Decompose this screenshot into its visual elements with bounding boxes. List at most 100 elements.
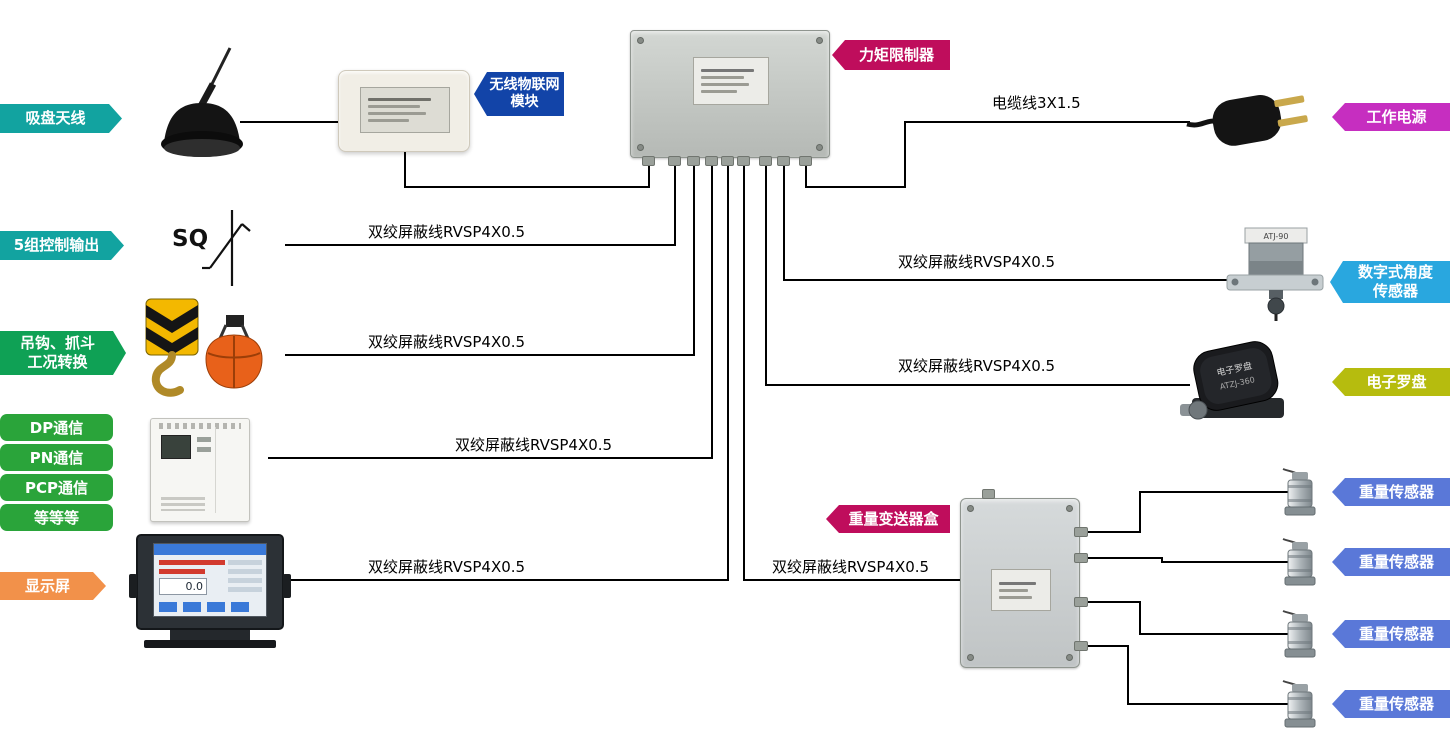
- device-torque-limiter-box: [630, 30, 830, 158]
- display-weight-value: 0.0: [159, 578, 207, 595]
- hook-grab-icon: [145, 298, 263, 397]
- screen-data-table: [228, 560, 262, 596]
- cable-gland: [721, 156, 734, 166]
- box-screw: [1066, 505, 1073, 512]
- plc-terminal-strip: [159, 423, 241, 429]
- cable-gland: [1074, 597, 1088, 607]
- tag-suction-antenna: 吸盘天线: [0, 104, 122, 133]
- compass-icon: 电子罗盘 ATZJ-360: [1180, 341, 1284, 420]
- tag-weight-sensor-4: 重量传感器: [1332, 690, 1450, 718]
- cable-label-shielded-compass: 双绞屏蔽线RVSP4X0.5: [898, 357, 1056, 375]
- screen-header-bar: [154, 544, 266, 555]
- box-screw: [816, 37, 823, 44]
- cable-gland: [799, 156, 812, 166]
- angle-sensor-model-text: ATJ-90: [1264, 232, 1289, 241]
- cable-gland: [668, 156, 681, 166]
- box-screw: [637, 37, 644, 44]
- sticker-text-line: [368, 98, 431, 101]
- load-cell-icon: [1282, 610, 1316, 658]
- display-stand-base: [144, 640, 276, 648]
- tag-angle-sensor: 数字式角度 传感器: [1330, 261, 1450, 303]
- nameplate-text-line: [701, 83, 749, 86]
- tag-hook-mode-line2: 工况转换: [27, 353, 88, 371]
- tag-weight-sensor-2: 重量传感器: [1332, 548, 1450, 576]
- box-screw: [967, 654, 974, 661]
- cable-gland: [642, 156, 655, 166]
- nameplate-text-line: [999, 581, 1037, 585]
- cable-gland: [1074, 553, 1088, 563]
- cable-gland: [982, 489, 995, 499]
- cable-label-shielded-display: 双绞屏蔽线RVSP4X0.5: [368, 558, 526, 576]
- power-plug-icon: [1186, 95, 1308, 146]
- tag-angle-sensor-line1: 数字式角度: [1357, 263, 1433, 282]
- display-bracket-left: [129, 574, 137, 598]
- cable-label-power: 电缆线3X1.5: [992, 94, 1081, 112]
- cable-gland: [759, 156, 772, 166]
- nameplate-text-line: [701, 69, 754, 72]
- device-display-monitor: 0.0: [129, 534, 291, 652]
- sticker-text-line: [368, 119, 409, 122]
- box-screw: [637, 144, 644, 151]
- box-screw: [967, 505, 974, 512]
- cable-gland: [705, 156, 718, 166]
- nameplate-text-line: [999, 595, 1032, 599]
- wireless-module-sticker: [360, 87, 450, 133]
- angle-sensor-icon: ATJ-90: [1226, 227, 1324, 321]
- device-weight-transmitter-box: [960, 498, 1080, 668]
- torque-limiter-nameplate: [693, 57, 769, 105]
- cable-gland: [737, 156, 750, 166]
- tag-control-output: 5组控制输出: [0, 231, 124, 260]
- sticker-text-line: [368, 105, 420, 108]
- screen-red-text-line: [159, 560, 225, 565]
- display-stand-neck: [170, 630, 250, 640]
- nameplate-text-line: [999, 588, 1028, 592]
- transmitter-nameplate: [991, 569, 1051, 611]
- tag-wireless-module-line2: 模块: [510, 94, 539, 110]
- nameplate-text-line: [701, 90, 737, 93]
- box-screw: [1066, 654, 1073, 661]
- device-power-plug: [1185, 82, 1313, 156]
- tag-angle-sensor-line2: 传感器: [1372, 282, 1418, 300]
- tag-hook-mode: 吊钩、抓斗 工况转换: [0, 331, 126, 375]
- tag-working-power: 工作电源: [1332, 103, 1450, 131]
- tag-weight-transmitter: 重量变送器盒: [826, 505, 950, 533]
- comm-pill-dp: DP通信: [0, 414, 113, 441]
- cable-label-shielded-angle: 双绞屏蔽线RVSP4X0.5: [898, 253, 1056, 271]
- device-weight-sensor-2: [1280, 538, 1320, 588]
- cable-gland: [1074, 641, 1088, 651]
- device-plc-module: [150, 418, 250, 522]
- load-cell-icon: [1282, 538, 1316, 586]
- device-compass: 电子罗盘 ATZJ-360: [1178, 332, 1290, 432]
- device-angle-sensor: ATJ-90: [1225, 226, 1325, 322]
- device-hook-and-grab: [138, 295, 273, 407]
- box-screw: [816, 144, 823, 151]
- tag-wireless-module-lines: 无线物联网 模块: [490, 77, 560, 112]
- comm-pill-pn: PN通信: [0, 444, 113, 471]
- comm-pill-pcp: PCP通信: [0, 474, 113, 501]
- cable-label-shielded-transmitter: 双绞屏蔽线RVSP4X0.5: [772, 558, 930, 576]
- device-weight-sensor-3: [1280, 610, 1320, 660]
- load-cell-icon: [1282, 680, 1316, 728]
- antenna-icon: [161, 47, 243, 157]
- tag-weight-sensor-1: 重量传感器: [1332, 478, 1450, 506]
- nameplate-text-line: [701, 76, 745, 79]
- cable-label-shielded-control: 双绞屏蔽线RVSP4X0.5: [368, 223, 526, 241]
- cable-label-shielded-plc: 双绞屏蔽线RVSP4X0.5: [455, 436, 613, 454]
- screen-buttons-row: [159, 602, 249, 612]
- device-weight-sensor-1: [1280, 468, 1320, 518]
- cable-label-shielded-hook: 双绞屏蔽线RVSP4X0.5: [368, 333, 526, 351]
- tag-hook-mode-line1: 吊钩、抓斗: [19, 334, 95, 353]
- tag-display: 显示屏: [0, 572, 106, 600]
- plc-door-seam: [215, 427, 216, 513]
- comm-pill-etc: 等等等: [0, 504, 113, 531]
- display-bracket-right: [283, 574, 291, 598]
- tag-hook-mode-lines: 吊钩、抓斗 工况转换: [20, 334, 95, 372]
- cable-gland: [1074, 527, 1088, 537]
- plc-label-lines: [161, 497, 205, 511]
- plc-keys: [197, 437, 211, 457]
- device-wireless-module: [338, 70, 470, 152]
- cable-gland: [687, 156, 700, 166]
- device-sq-limit-switch: SQ: [170, 206, 265, 290]
